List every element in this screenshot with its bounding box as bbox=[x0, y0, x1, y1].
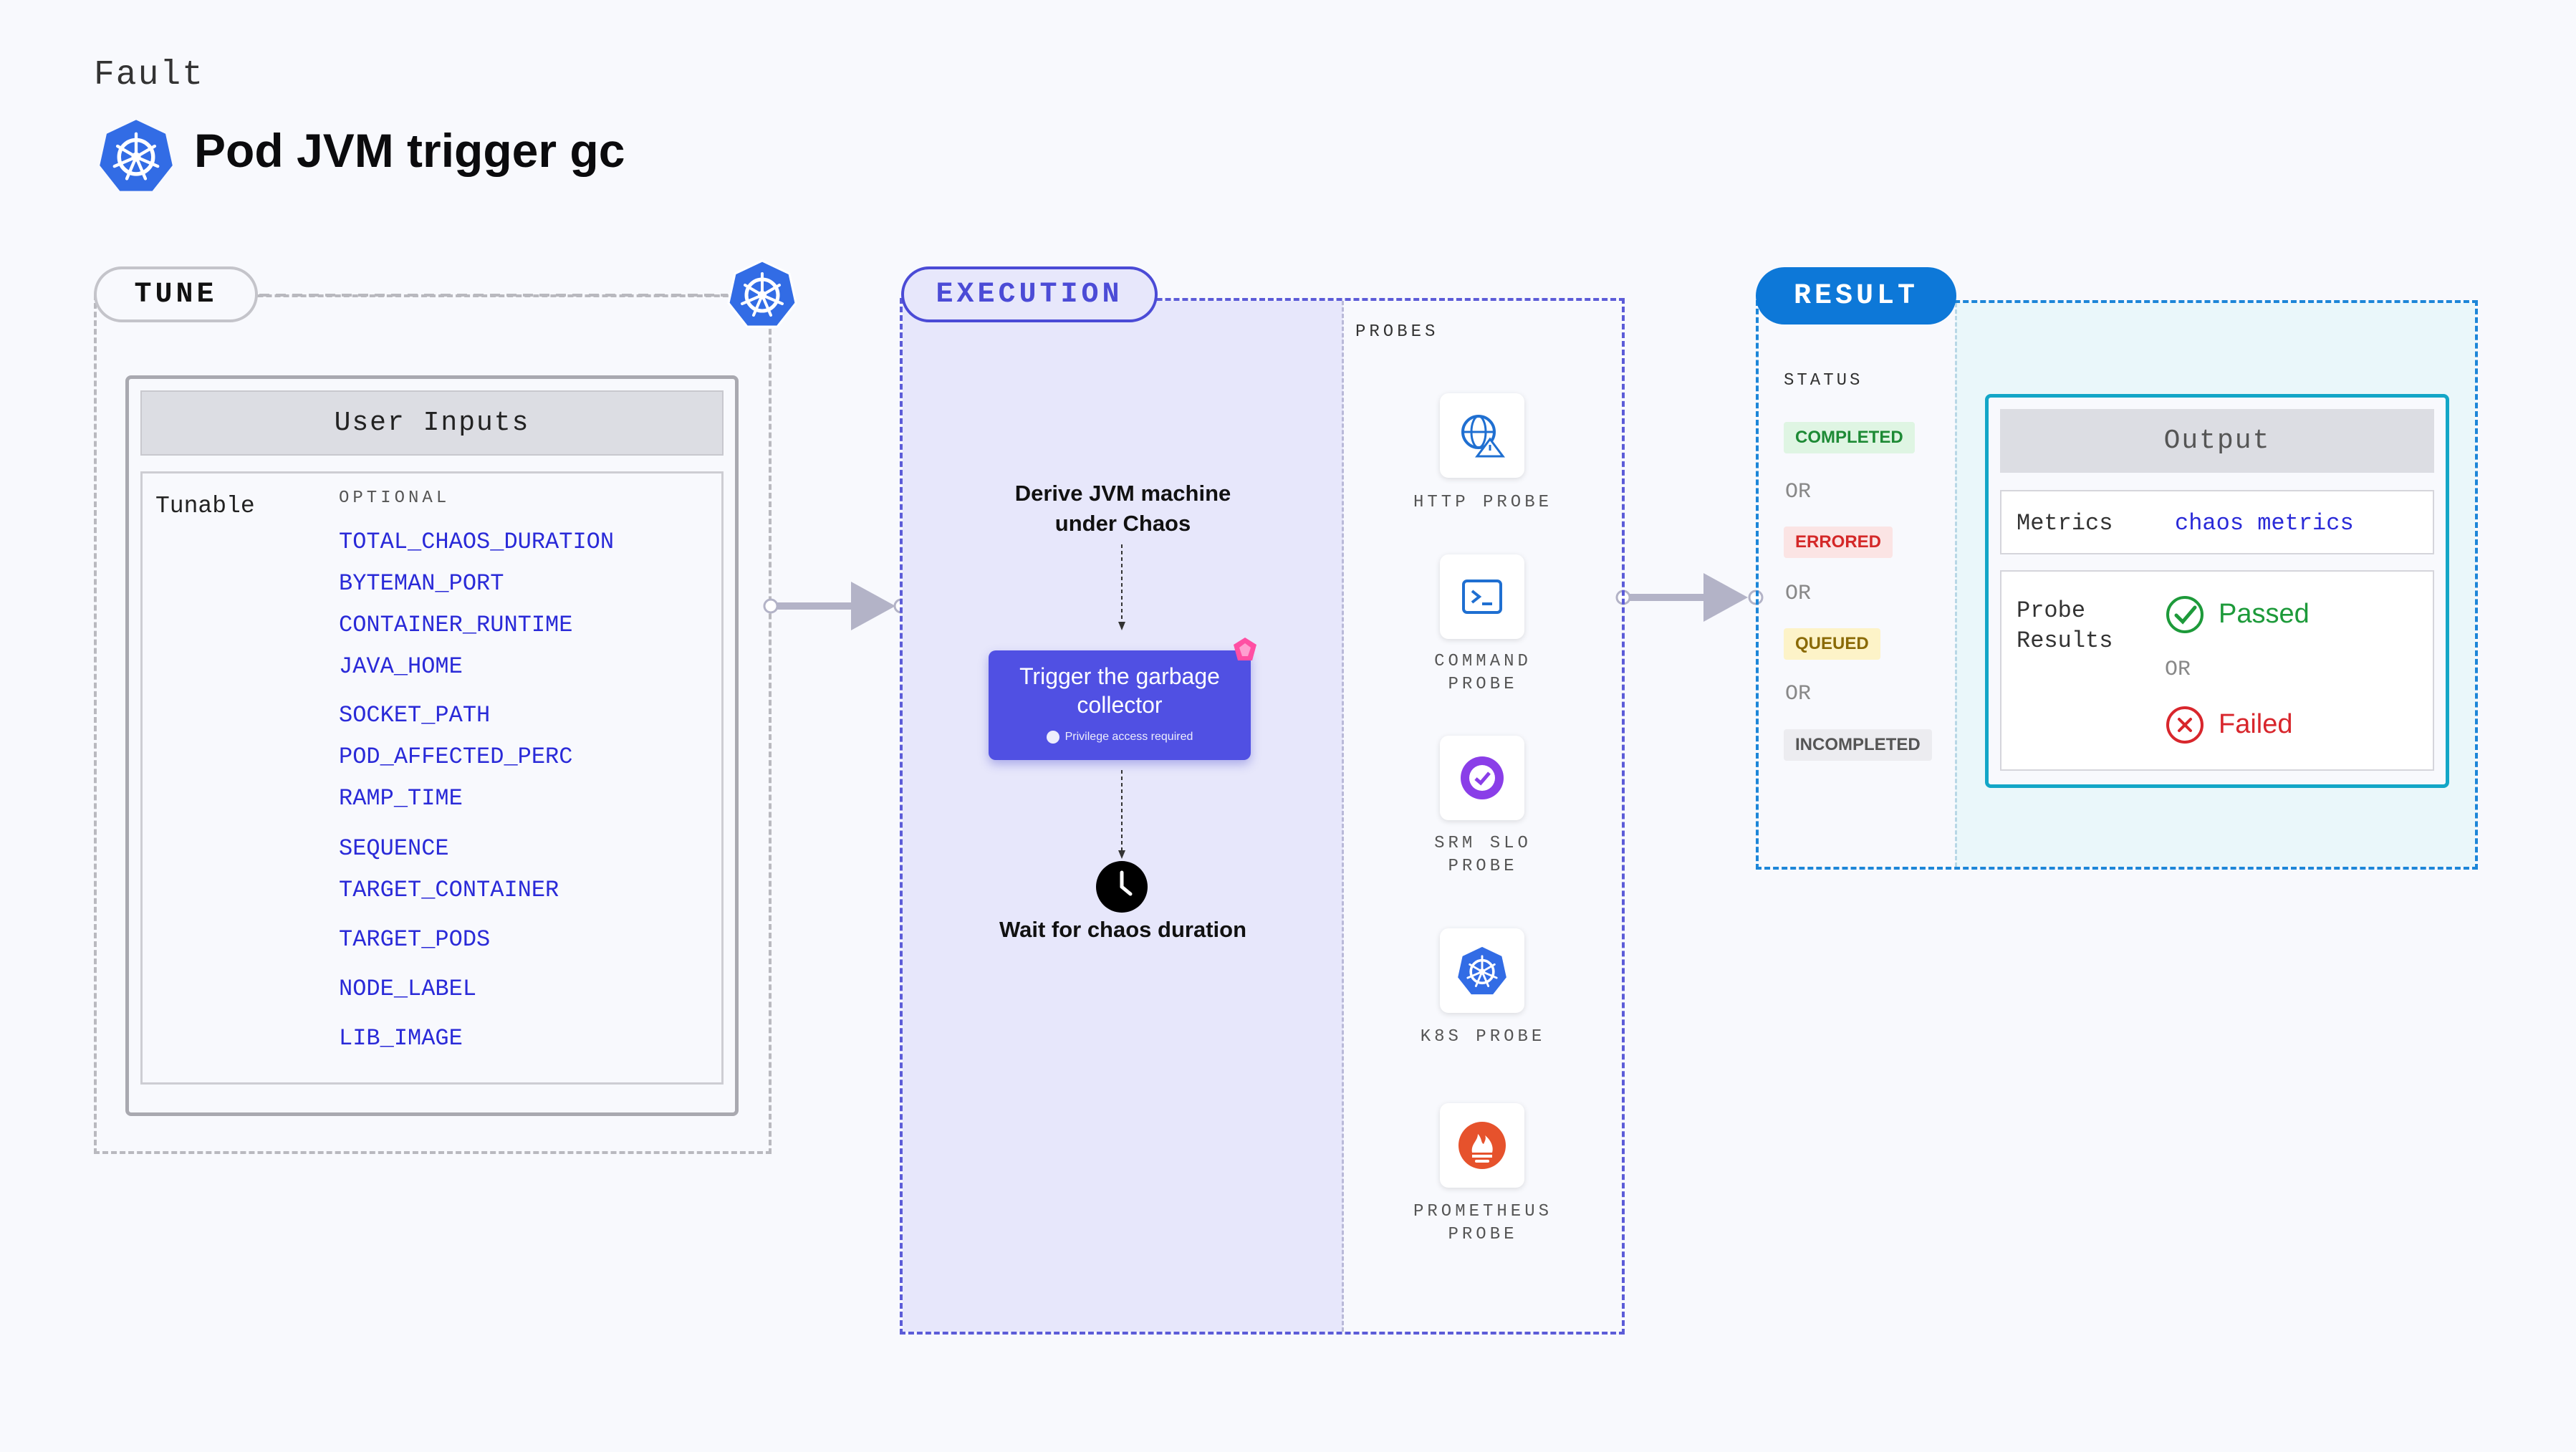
step-connector bbox=[1118, 544, 1125, 630]
or-separator: OR bbox=[1785, 480, 1812, 504]
tunable-param: CONTAINER_RUNTIME bbox=[339, 612, 573, 638]
execution-steps-area bbox=[903, 301, 1343, 1332]
clock-icon bbox=[1096, 861, 1148, 913]
metrics-link[interactable]: chaos metrics bbox=[2175, 510, 2354, 537]
user-inputs-body bbox=[140, 471, 724, 1085]
or-separator: OR bbox=[2165, 658, 2191, 682]
probe-failed-label: Failed bbox=[2219, 709, 2293, 739]
probe-label: HTTP PROBE bbox=[1413, 493, 1553, 512]
probe-passed-label: Passed bbox=[2219, 599, 2310, 629]
probe-label: K8S PROBE bbox=[1420, 1027, 1546, 1047]
step-trigger-gc-card[interactable]: Trigger the garbage collector Privilege … bbox=[989, 650, 1251, 760]
step-trigger-gc-label: Trigger the garbage collector bbox=[1019, 663, 1220, 718]
status-badge-completed: COMPLETED bbox=[1784, 422, 1915, 453]
k8s-probe-tile[interactable] bbox=[1440, 928, 1524, 1013]
tunable-param: TARGET_CONTAINER bbox=[339, 877, 559, 903]
fault-label: Fault bbox=[94, 56, 205, 95]
metrics-label: Metrics bbox=[2017, 510, 2113, 537]
tunable-param: TOTAL_CHAOS_DURATION bbox=[339, 529, 615, 555]
probe-results-label: Probe Results bbox=[2017, 597, 2113, 654]
srm-slo-probe-icon bbox=[1461, 756, 1504, 799]
tunable-label: Tunable bbox=[155, 493, 255, 519]
privilege-note: Privilege access required bbox=[989, 731, 1251, 744]
execution-divider bbox=[1342, 301, 1344, 1332]
http-probe-tile[interactable] bbox=[1440, 393, 1524, 478]
tune-pill: TUNE bbox=[94, 266, 258, 322]
k8s-probe-icon bbox=[1458, 946, 1506, 995]
or-separator: OR bbox=[1785, 682, 1812, 706]
prometheus-probe-tile[interactable] bbox=[1440, 1103, 1524, 1188]
srm-slo-probe-tile[interactable] bbox=[1440, 736, 1524, 820]
tunable-param: JAVA_HOME bbox=[339, 653, 463, 680]
probe-results-box bbox=[2000, 570, 2434, 771]
metrics-row bbox=[2000, 490, 2434, 554]
kubernetes-icon bbox=[100, 120, 173, 191]
tunable-param: LIB_IMAGE bbox=[339, 1025, 463, 1052]
command-probe-icon bbox=[1462, 580, 1502, 614]
result-divider bbox=[1955, 303, 1957, 867]
tunable-param: POD_AFFECTED_PERC bbox=[339, 744, 573, 770]
status-badge-queued: QUEUED bbox=[1784, 628, 1880, 660]
page-title: Pod JVM trigger gc bbox=[194, 124, 625, 177]
execution-section bbox=[900, 298, 1625, 1335]
execution-pill: EXECUTION bbox=[901, 266, 1158, 322]
x-circle-icon bbox=[2166, 706, 2203, 744]
optional-label: OPTIONAL bbox=[339, 489, 451, 508]
command-probe-tile[interactable] bbox=[1440, 554, 1524, 639]
check-circle-icon bbox=[2166, 596, 2203, 633]
probes-label: PROBES bbox=[1355, 322, 1439, 342]
tunable-param: BYTEMAN_PORT bbox=[339, 570, 504, 597]
tunable-param: SEQUENCE bbox=[339, 835, 449, 862]
tunable-param: TARGET_PODS bbox=[339, 926, 491, 953]
tunable-param: RAMP_TIME bbox=[339, 785, 463, 812]
or-separator: OR bbox=[1785, 582, 1812, 606]
step-wait-chaos: Wait for chaos duration bbox=[999, 917, 1247, 942]
kubernetes-icon bbox=[727, 259, 797, 328]
step-connector bbox=[1118, 770, 1125, 859]
step-derive-jvm: Derive JVM machine under Chaos bbox=[1014, 481, 1231, 536]
output-header: Output bbox=[2000, 409, 2434, 473]
prometheus-probe-icon bbox=[1458, 1122, 1506, 1169]
user-inputs-header: User Inputs bbox=[140, 390, 724, 456]
result-pill: RESULT bbox=[1756, 267, 1956, 324]
status-badge-incompleted: INCOMPLETED bbox=[1784, 729, 1932, 761]
http-probe-icon bbox=[1461, 415, 1505, 458]
chaos-badge-icon bbox=[1234, 638, 1256, 660]
tunable-param: NODE_LABEL bbox=[339, 976, 477, 1002]
status-badge-errored: ERRORED bbox=[1784, 527, 1893, 558]
status-label: STATUS bbox=[1784, 371, 1863, 390]
tunable-param: SOCKET_PATH bbox=[339, 702, 491, 729]
result-section bbox=[1756, 300, 2478, 870]
lock-icon bbox=[1046, 731, 1059, 744]
